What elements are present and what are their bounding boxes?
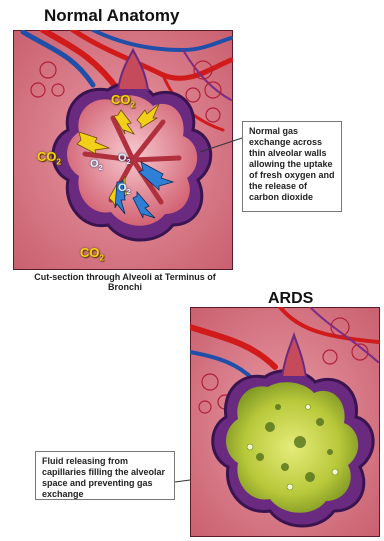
co2-label-left: CO2 xyxy=(37,149,61,167)
cut-section-caption: Cut-section through Alveoli at Terminus … xyxy=(20,272,230,292)
ards-title: ARDS xyxy=(268,290,313,308)
co2-label-top: CO2 xyxy=(111,92,135,110)
o2-label-left: O2 xyxy=(90,158,102,172)
normal-anatomy-title: Normal Anatomy xyxy=(44,6,179,26)
o2-label-right: O2 xyxy=(118,152,130,166)
o2-label-bottom: O2 xyxy=(118,182,130,196)
ards-fluid-caption: Fluid releasing from capillaries filling… xyxy=(35,451,175,500)
ards-alveoli-illustration xyxy=(190,307,380,537)
co2-label-bottom: CO2 xyxy=(80,245,104,263)
normal-gas-exchange-caption: Normal gas exchange across thin alveolar… xyxy=(242,121,342,212)
